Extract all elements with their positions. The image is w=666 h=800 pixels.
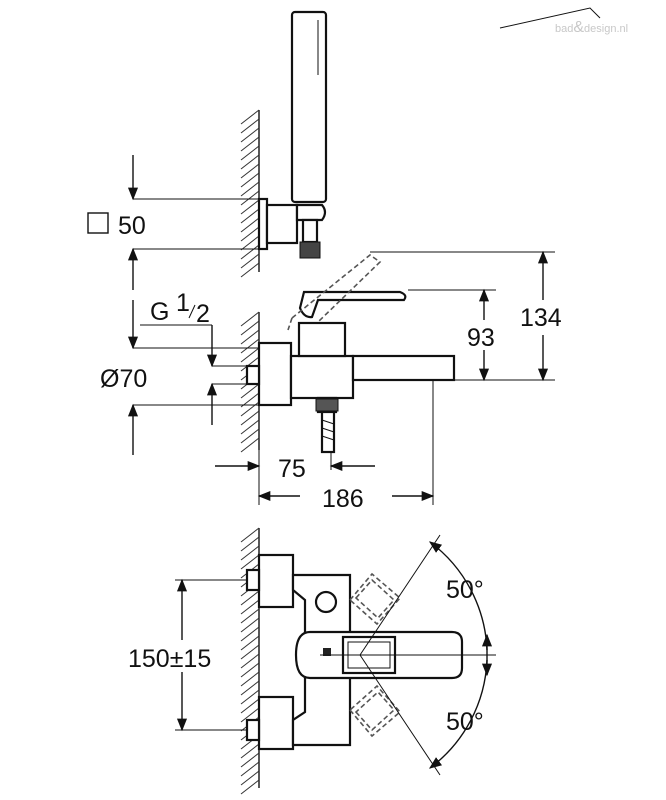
hatch-line [240, 244, 260, 260]
hatch-line [240, 356, 260, 372]
hatch-line [240, 329, 260, 345]
square-dimension: 50 [87, 155, 259, 290]
hatch-line [240, 536, 260, 552]
height-dimensions: 93 134 [370, 250, 562, 382]
square-symbol-icon [87, 212, 109, 234]
hatch-line [240, 163, 260, 179]
hatch-line [240, 752, 260, 768]
lever-height-label: 93 [467, 324, 495, 352]
hatch-line [240, 707, 260, 723]
hatch-line [240, 181, 260, 197]
hatch-line [240, 217, 260, 233]
hatch-line [240, 347, 260, 363]
hatch-line [240, 118, 260, 134]
rosette-diameter-label: Ø70 [100, 365, 147, 393]
hatch-line [240, 554, 260, 570]
hatch-line [240, 626, 260, 642]
hatch-line [240, 653, 260, 669]
hatch-line [240, 689, 260, 705]
mixer-side-view [245, 253, 456, 454]
hatch-line [240, 226, 260, 242]
total-height-label: 134 [520, 304, 562, 332]
hatch-line [240, 428, 260, 444]
wall-hatch-bottom [240, 527, 260, 795]
hatch-line [240, 338, 260, 354]
hatch-line [240, 253, 260, 269]
thread-num-label: 1 [176, 289, 190, 317]
hatch-line [240, 743, 260, 759]
hatch-line [240, 437, 260, 453]
hatch-line [240, 401, 260, 417]
length-dimensions: 75 186 [215, 380, 435, 513]
hatch-line [240, 199, 260, 215]
hatch-line [240, 136, 260, 152]
hatch-line [240, 383, 260, 399]
shower-holder [257, 10, 328, 259]
hatch-line [240, 680, 260, 696]
hatch-line [240, 761, 260, 777]
hatch-line [240, 410, 260, 426]
rotation-angles: 50° 50° [320, 534, 496, 776]
hatch-line [240, 145, 260, 161]
hatch-line [240, 599, 260, 615]
hatch-line [240, 172, 260, 188]
thread-main-label: G [150, 298, 169, 326]
center-distance-dimension: 150±15 [128, 578, 247, 732]
hatch-line [240, 262, 260, 278]
hatch-line [240, 527, 260, 543]
hatch-line [240, 608, 260, 624]
spout-offset-label: 75 [278, 455, 306, 483]
hatch-line [240, 545, 260, 561]
hatch-line [240, 235, 260, 251]
hatch-line [240, 770, 260, 786]
hatch-line [240, 617, 260, 633]
mixer-plan-view [245, 553, 464, 751]
rotation-top-label: 50° [446, 576, 484, 604]
square-size-label: 50 [118, 212, 146, 240]
spout-length-label: 186 [322, 485, 364, 513]
hatch-line [240, 109, 260, 125]
svg-text:bad&design.nl: bad&design.nl [555, 19, 628, 36]
watermark: bad&design.nl [499, 7, 628, 36]
rosette-diameter-dimension: Ø70 [100, 365, 259, 455]
hatch-line [240, 190, 260, 206]
thread-dimension: G 1 2 [127, 289, 259, 368]
hatch-line [240, 320, 260, 336]
hatch-line [240, 779, 260, 795]
hatch-line [240, 154, 260, 170]
hatch-line [240, 635, 260, 651]
hatch-line [240, 671, 260, 687]
hatch-line [240, 698, 260, 714]
rotation-bottom-label: 50° [446, 708, 484, 736]
hatch-line [240, 311, 260, 327]
hatch-line [240, 127, 260, 143]
wall-hatch-top [240, 109, 260, 278]
hatch-line [240, 208, 260, 224]
thread-den-label: 2 [196, 300, 210, 328]
hatch-line [240, 590, 260, 606]
hatch-line [240, 662, 260, 678]
center-distance-label: 150±15 [128, 645, 211, 673]
hatch-line [240, 644, 260, 660]
hatch-line [240, 419, 260, 435]
